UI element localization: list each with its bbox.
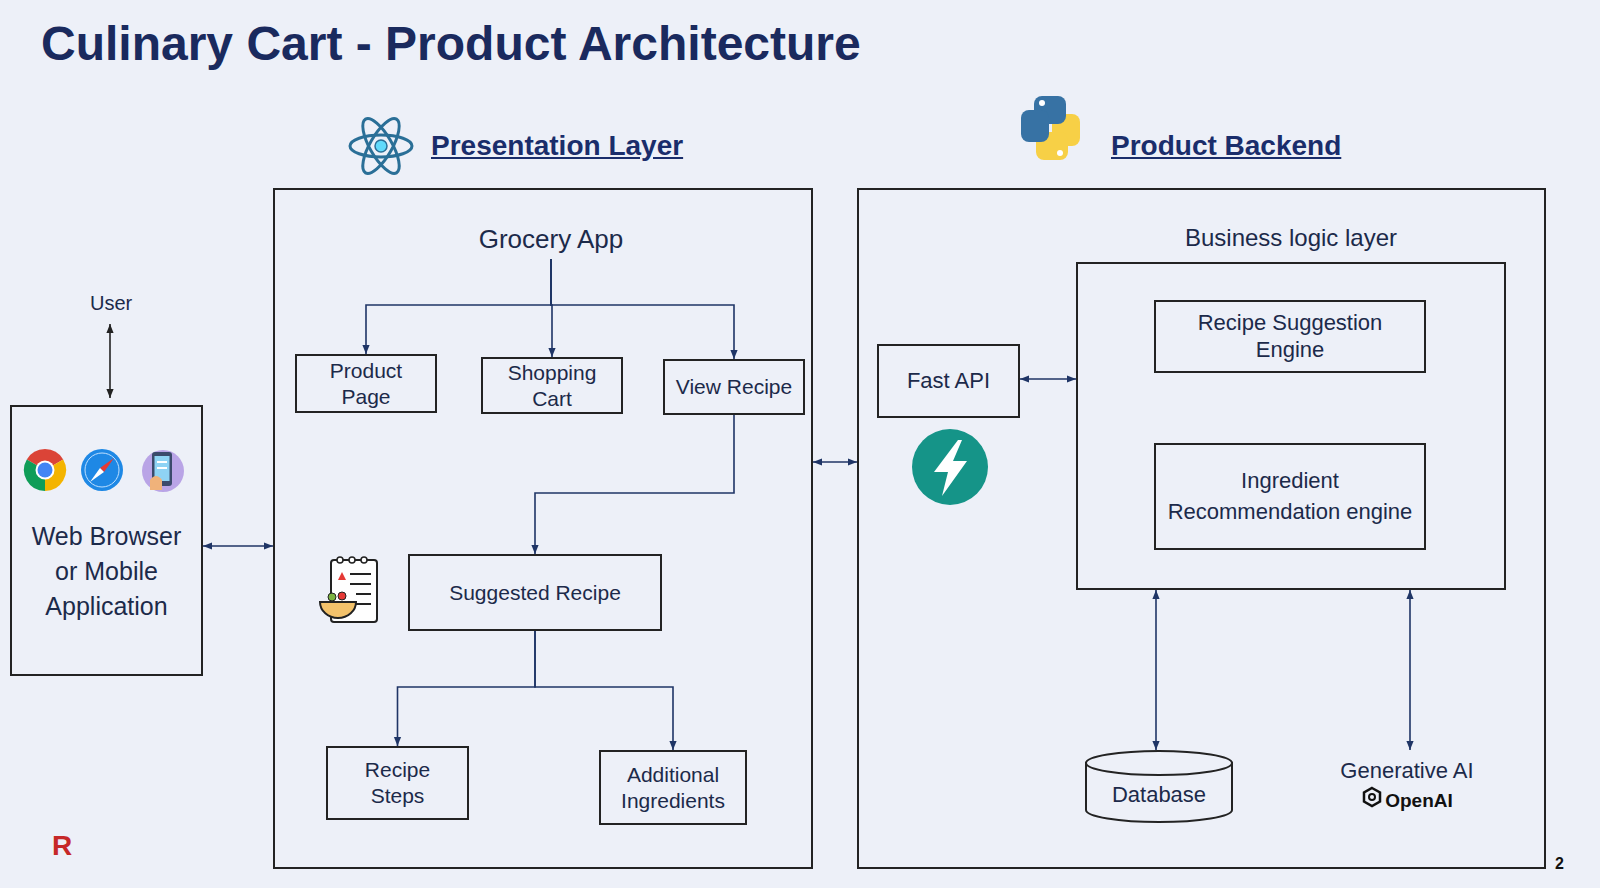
- node-label: Database: [1112, 766, 1206, 808]
- node-label: Suggested Recipe: [449, 580, 621, 606]
- diagram-title: Culinary Cart - Product Architecture: [41, 16, 861, 71]
- connector-arrow: [366, 259, 551, 354]
- database-cylinder: Database: [1084, 750, 1234, 824]
- process-box: Product Page: [295, 354, 437, 413]
- connector-arrow: [551, 259, 734, 359]
- external-service: Generative AI OpenAI: [1322, 750, 1492, 820]
- node-label: Recipe Suggestion Engine: [1164, 310, 1416, 364]
- process-box: Shopping Cart: [481, 357, 623, 414]
- python-logo: [1021, 96, 1080, 160]
- node-label: Web Browser or Mobile Application: [20, 519, 193, 624]
- node-label: Shopping Cart: [491, 360, 613, 411]
- fastapi-logo: [912, 429, 988, 505]
- node-label: Generative AI: [1340, 758, 1473, 784]
- connector-arrow: [813, 461, 857, 463]
- api-box: Fast API: [877, 344, 1020, 418]
- node-label: OpenAI: [1361, 790, 1453, 812]
- user-arrow: [109, 324, 111, 398]
- watermark: R: [52, 830, 72, 862]
- connector-arrow: [1409, 590, 1411, 750]
- react-logo: [350, 114, 412, 179]
- engine-box: Ingredient Recommendation engine: [1154, 443, 1426, 550]
- node-label: Additional Ingredients: [609, 762, 737, 813]
- connector-arrow: [1155, 590, 1157, 750]
- mobile-icon: [142, 450, 184, 492]
- engine-box: Recipe Suggestion Engine: [1154, 300, 1426, 373]
- process-box: Additional Ingredients: [599, 750, 747, 825]
- openai-logo: [1364, 788, 1380, 806]
- connector-arrow: [1020, 378, 1076, 380]
- process-box: Suggested Recipe: [408, 554, 662, 631]
- actor-label: User: [90, 292, 132, 315]
- process-box: Recipe Steps: [326, 746, 469, 820]
- client-box: Web Browser or Mobile Application: [10, 405, 203, 676]
- group-heading: Business logic layer: [1078, 224, 1504, 252]
- node-label: Product Page: [305, 358, 427, 409]
- app-heading: Grocery App: [291, 224, 811, 255]
- connector-arrow: [535, 415, 734, 554]
- node-label: View Recipe: [676, 374, 792, 400]
- connector-arrow: [203, 545, 273, 547]
- connector-arrow: [535, 631, 673, 750]
- group-box: Business logic layerRecipe Suggestion En…: [1076, 262, 1506, 590]
- layer-heading: Product Backend: [1111, 130, 1341, 162]
- connector-arrow: [398, 631, 536, 746]
- node-label: Fast API: [907, 368, 990, 395]
- chrome-icon: [24, 449, 66, 491]
- process-box: View Recipe: [663, 359, 805, 415]
- layer-panel: Presentation LayerGrocery AppProduct Pag…: [273, 188, 813, 869]
- page-number: 2: [1555, 855, 1564, 873]
- node-label: Ingredient Recommendation engine: [1164, 466, 1416, 528]
- layer-heading: Presentation Layer: [431, 130, 683, 162]
- safari-icon: [81, 449, 123, 491]
- node-label: Recipe Steps: [336, 757, 459, 808]
- layer-panel: Product BackendFast APIBusiness logic la…: [857, 188, 1546, 869]
- recipe-icon: [320, 557, 377, 622]
